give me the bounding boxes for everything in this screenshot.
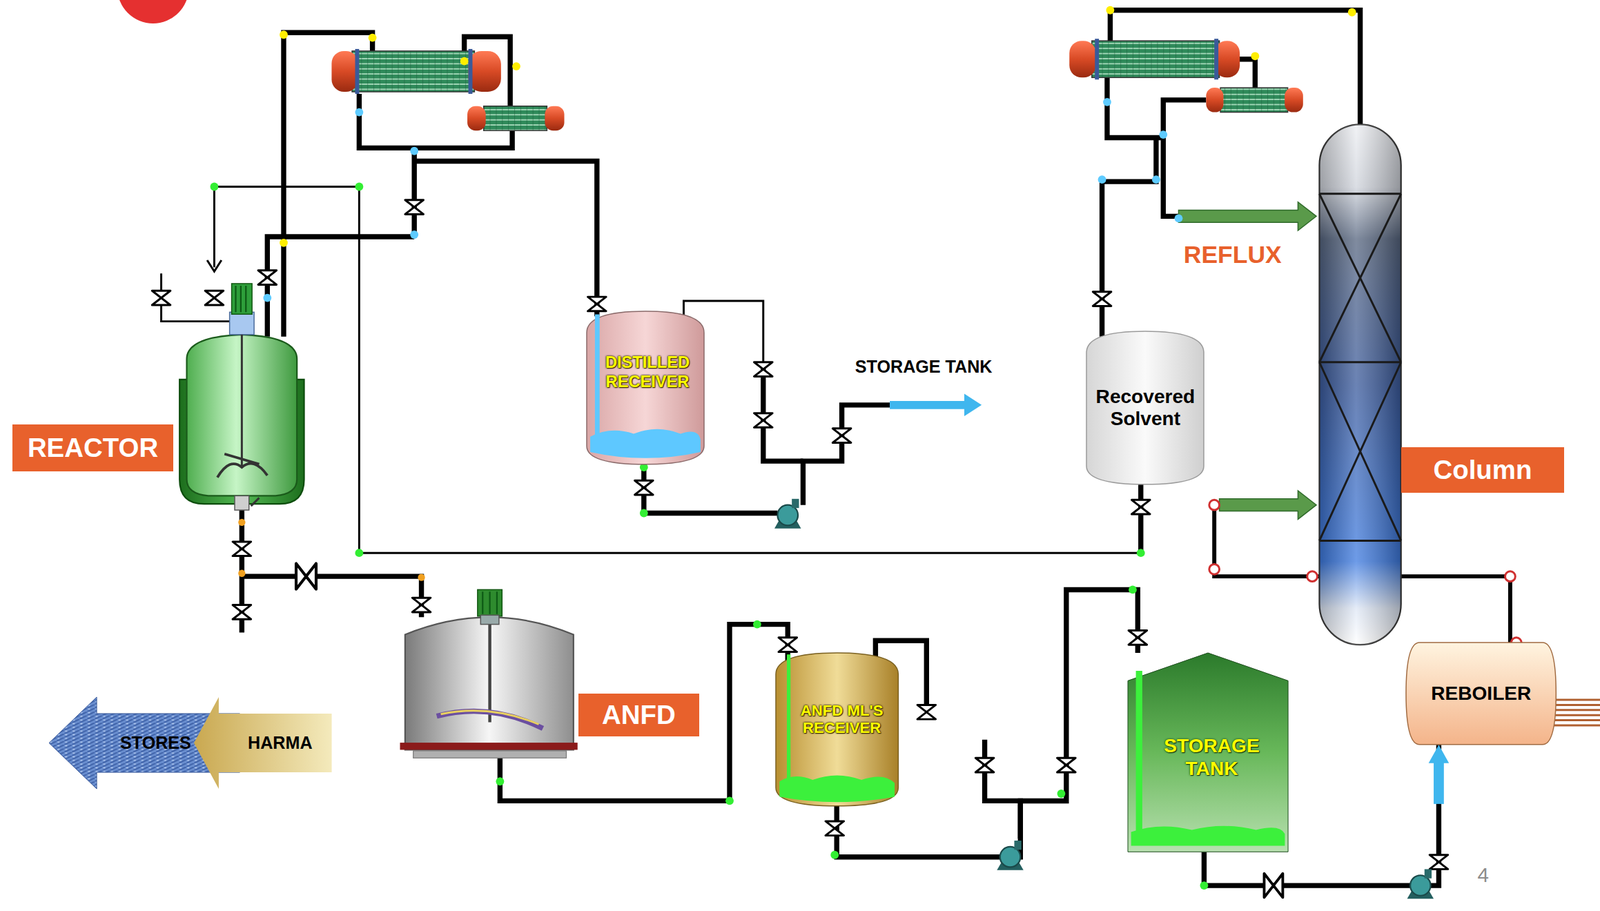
node-text: REBOILER — [1430, 682, 1531, 705]
anfd-dryer — [400, 589, 578, 758]
node-text: HARMA — [247, 733, 313, 754]
arrow-head — [1428, 744, 1450, 764]
condenser — [331, 38, 1303, 131]
distillation-column — [1319, 124, 1401, 645]
flow-shaft — [1433, 761, 1445, 805]
node-text: ANFD — [601, 699, 676, 731]
heater-tubes — [1550, 699, 1600, 726]
page-number: 4 — [1477, 863, 1489, 887]
receiver-vessel: DISTILLED RECEIVER — [586, 311, 705, 465]
flange-marks — [1209, 499, 1522, 648]
receiver-vessel: ANFD ML'S RECEIVER — [775, 652, 899, 807]
thin-lines — [161, 187, 1141, 554]
node-text: STORAGE TANK — [1149, 735, 1274, 780]
node-text: ANFD ML'S RECEIVER — [791, 701, 892, 738]
node-text: Recovered Solvent — [1092, 385, 1198, 431]
pipe-dots — [210, 182, 1209, 890]
pipe-dots — [262, 98, 1183, 303]
reactor-vessel — [179, 283, 304, 511]
node-text: Column — [1432, 454, 1532, 486]
flow-arrow — [889, 394, 982, 417]
node-text: REACTOR — [27, 432, 159, 464]
storage-tank-label: STORAGE TANK — [855, 356, 993, 377]
reflux-arrow — [1178, 202, 1317, 231]
valve-symbols — [151, 200, 1448, 899]
reflux-label: REFLUX — [1183, 240, 1282, 270]
corner-badge — [117, 0, 189, 24]
reboiler-vessel: REBOILER — [1406, 642, 1556, 745]
equipment-label: REACTOR — [12, 424, 174, 472]
pharma-arrow: HARMA — [193, 697, 333, 789]
pipe-dots — [238, 519, 426, 582]
pipes — [241, 10, 1511, 839]
pump-symbols — [774, 499, 1434, 899]
equipment-label: Column — [1401, 447, 1565, 494]
equipment-label: ANFD — [578, 693, 699, 737]
node-text: DISTILLED RECEIVER — [599, 353, 696, 391]
feed-arrow — [1219, 490, 1317, 520]
storage-tank: STORAGE TANK — [1127, 652, 1289, 852]
pipe-dots — [279, 6, 1357, 248]
node-text: STORES — [120, 733, 192, 754]
solvent-vessel: Recovered Solvent — [1086, 331, 1204, 485]
